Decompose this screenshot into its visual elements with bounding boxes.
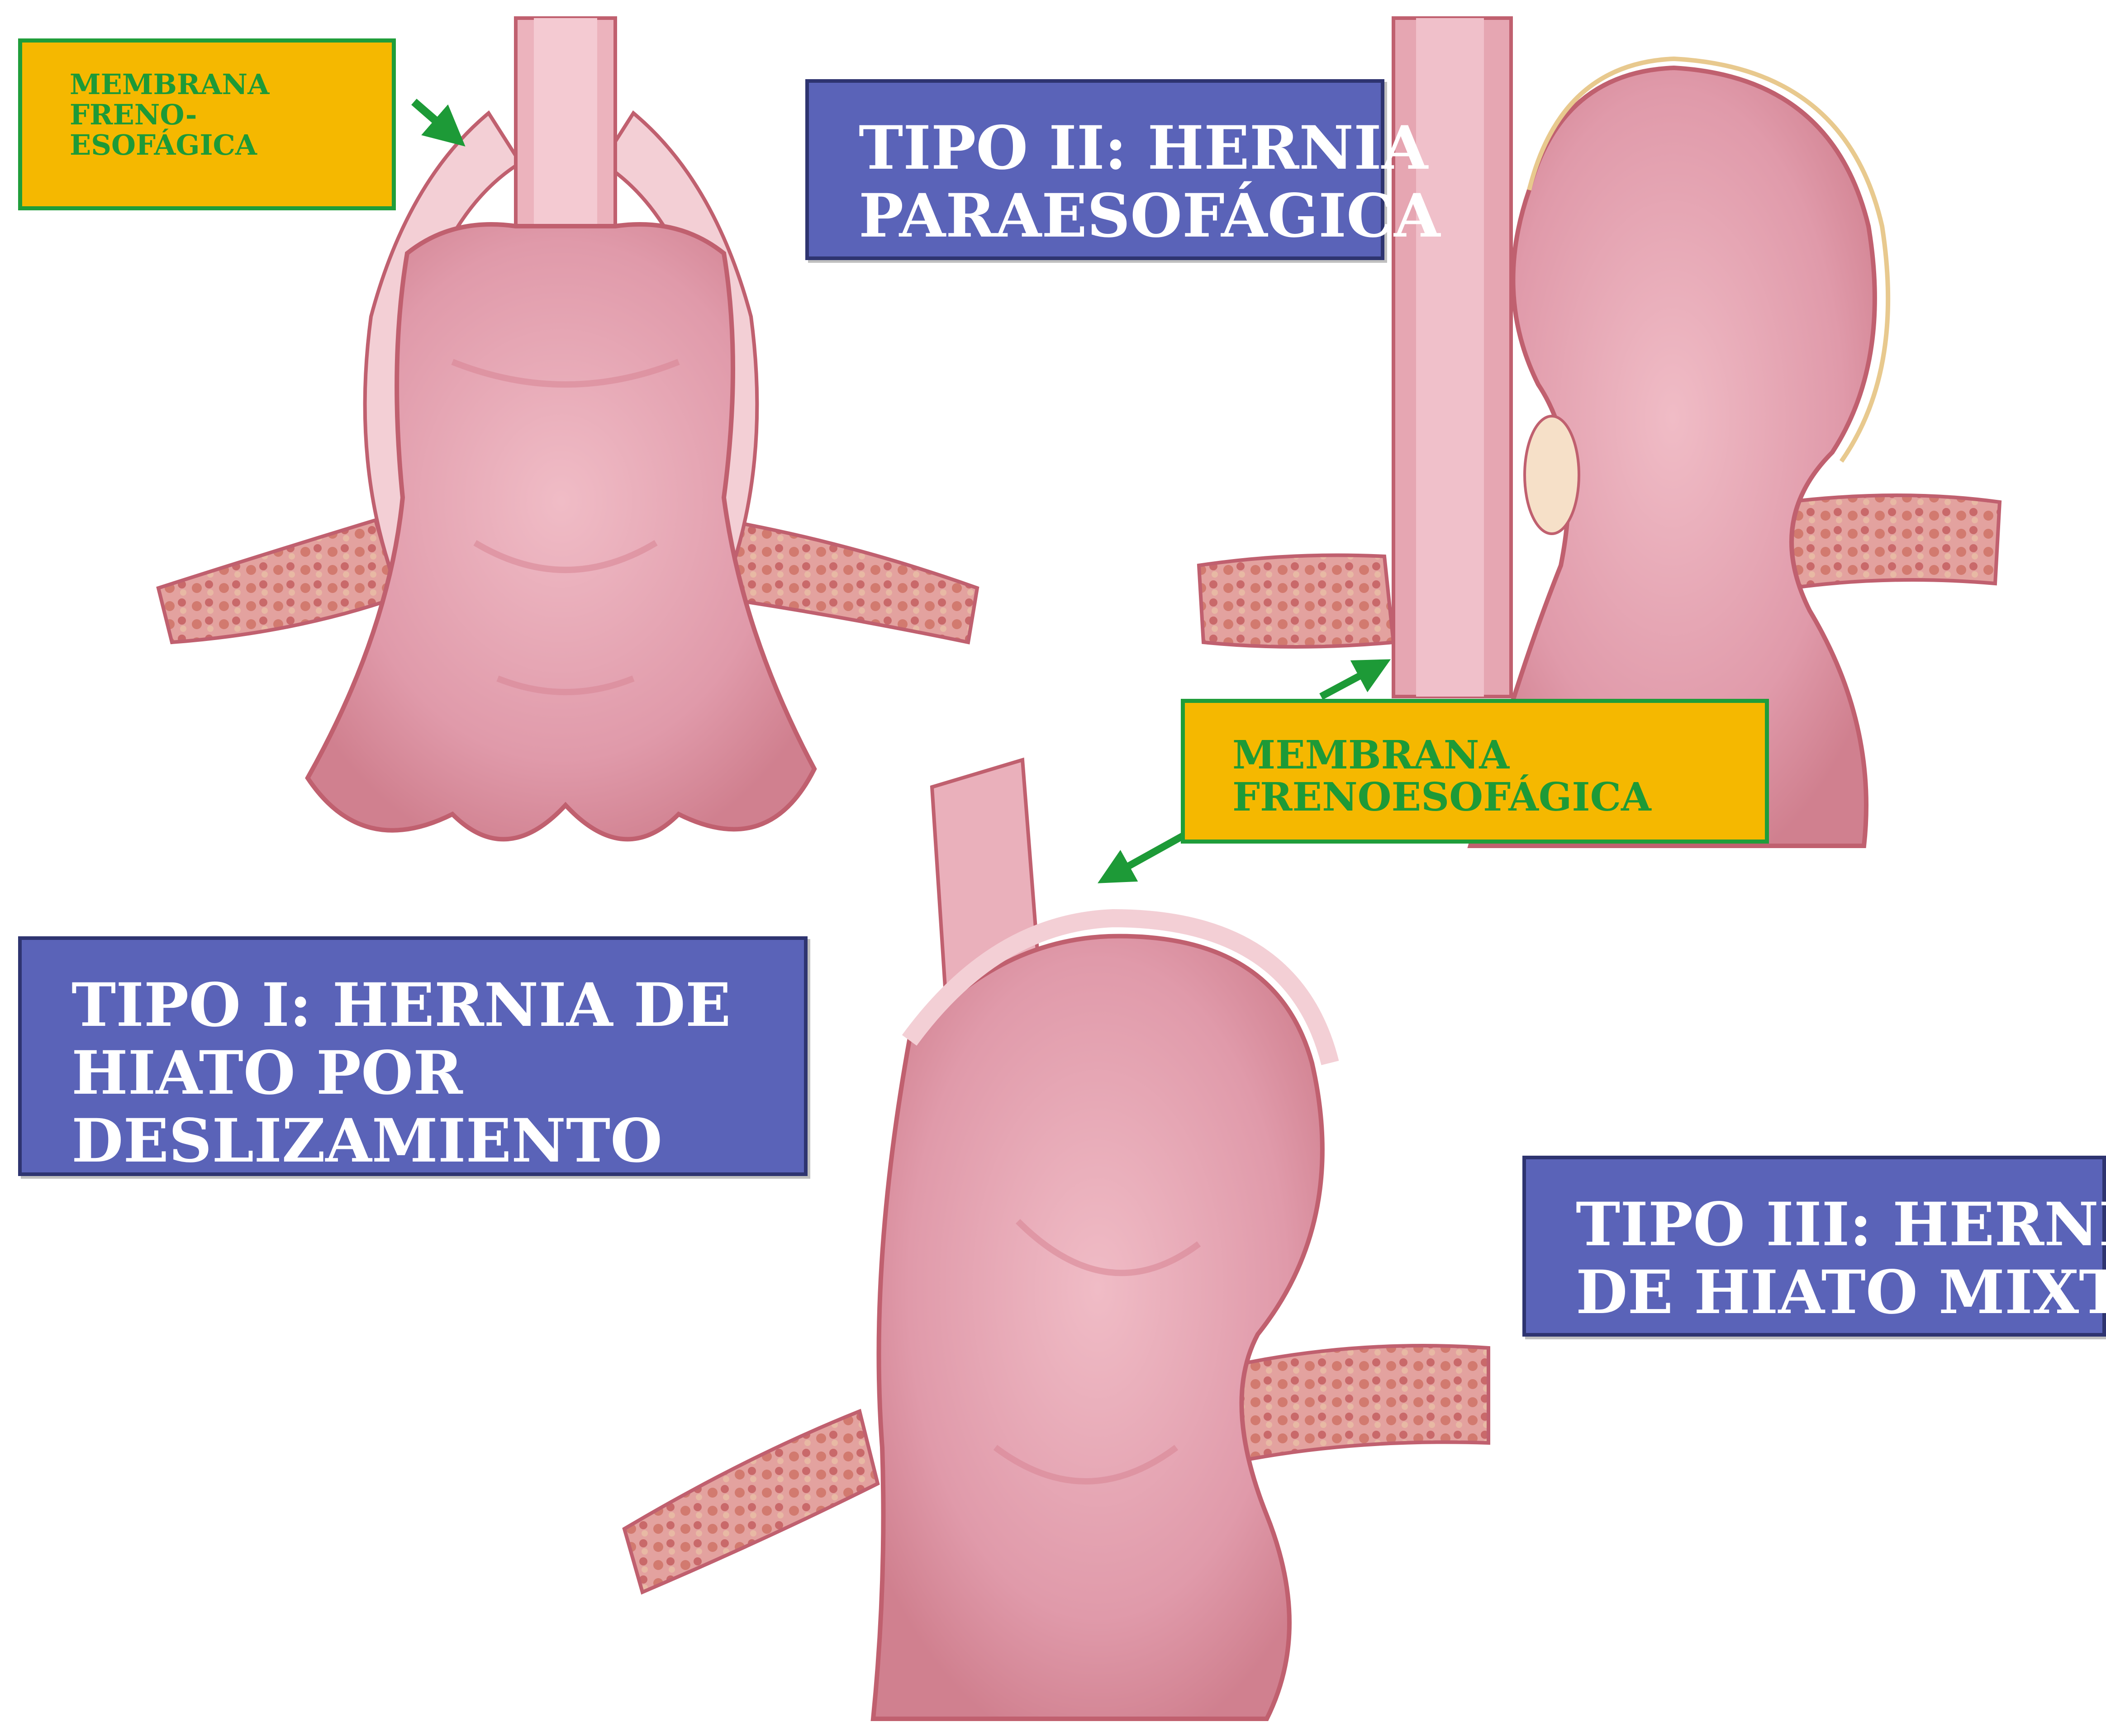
membrane-label-1-line-2: FRENO- bbox=[70, 100, 392, 130]
label-tipo-i: TIPO I: HERNIA DE HIATO POR DESLIZAMIENT… bbox=[18, 936, 808, 1176]
membrane-arrow-1 bbox=[414, 102, 459, 141]
membrane-label-2-line-2: FRENOESOFÁGICA bbox=[1232, 777, 1765, 819]
label-tipo-ii: TIPO II: HERNIA PARAESOFÁGICA bbox=[805, 79, 1384, 260]
membrane-label-2-line-1: MEMBRANA bbox=[1232, 735, 1765, 777]
membrane-arrow-2b bbox=[1104, 835, 1185, 880]
figure-tipo-iii bbox=[624, 760, 1488, 1719]
label-tipo-ii-line-1: TIPO II: HERNIA bbox=[859, 114, 1331, 182]
membrane-label-1-line-1: MEMBRANA bbox=[70, 70, 392, 100]
label-tipo-iii: TIPO III: HERNIA DE HIATO MIXTA bbox=[1522, 1156, 2106, 1337]
membrane-label-1-line-3: ESOFÁGICA bbox=[70, 130, 392, 161]
label-tipo-i-line-2: HIATO POR bbox=[71, 1039, 754, 1107]
label-tipo-ii-line-2: PARAESOFÁGICA bbox=[859, 182, 1331, 250]
membrane-label-1: MEMBRANA FRENO- ESOFÁGICA bbox=[18, 38, 396, 210]
label-tipo-i-line-3: DESLIZAMIENTO bbox=[71, 1107, 754, 1175]
label-tipo-i-line-1: TIPO I: HERNIA DE bbox=[71, 972, 754, 1039]
label-tipo-iii-line-1: TIPO III: HERNIA bbox=[1576, 1191, 2053, 1259]
membrane-label-2: MEMBRANA FRENOESOFÁGICA bbox=[1181, 699, 1769, 844]
membrane-arrow-2a bbox=[1321, 663, 1384, 697]
label-tipo-iii-line-2: DE HIATO MIXTA bbox=[1576, 1259, 2053, 1327]
